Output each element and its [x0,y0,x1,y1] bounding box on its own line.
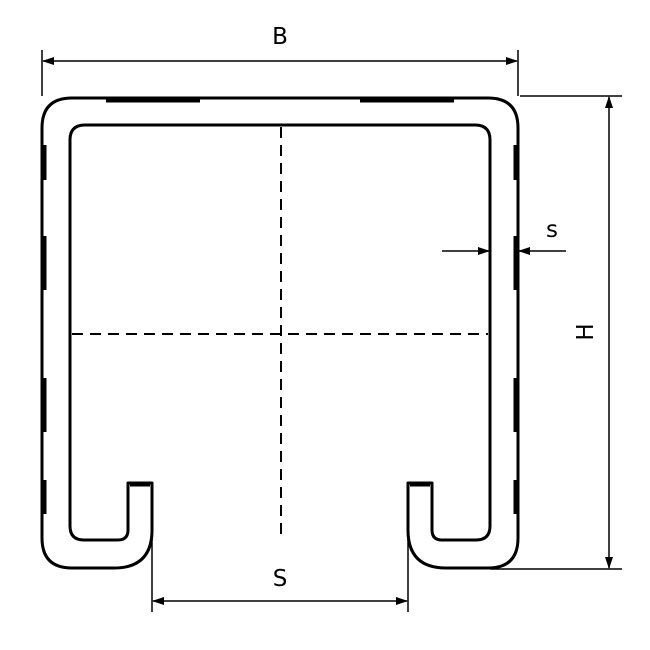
dimension-b-label: B [272,24,288,50]
serration-marks [41,97,519,514]
dimension-h: H [490,95,622,570]
dimension-s-thickness: s [442,217,566,255]
dimension-slot: S [151,530,409,612]
dimension-s-thickness-label: s [546,217,558,243]
dimension-b: B [41,24,519,96]
dimension-h-label: H [573,323,599,340]
dimension-slot-label: S [273,566,288,592]
